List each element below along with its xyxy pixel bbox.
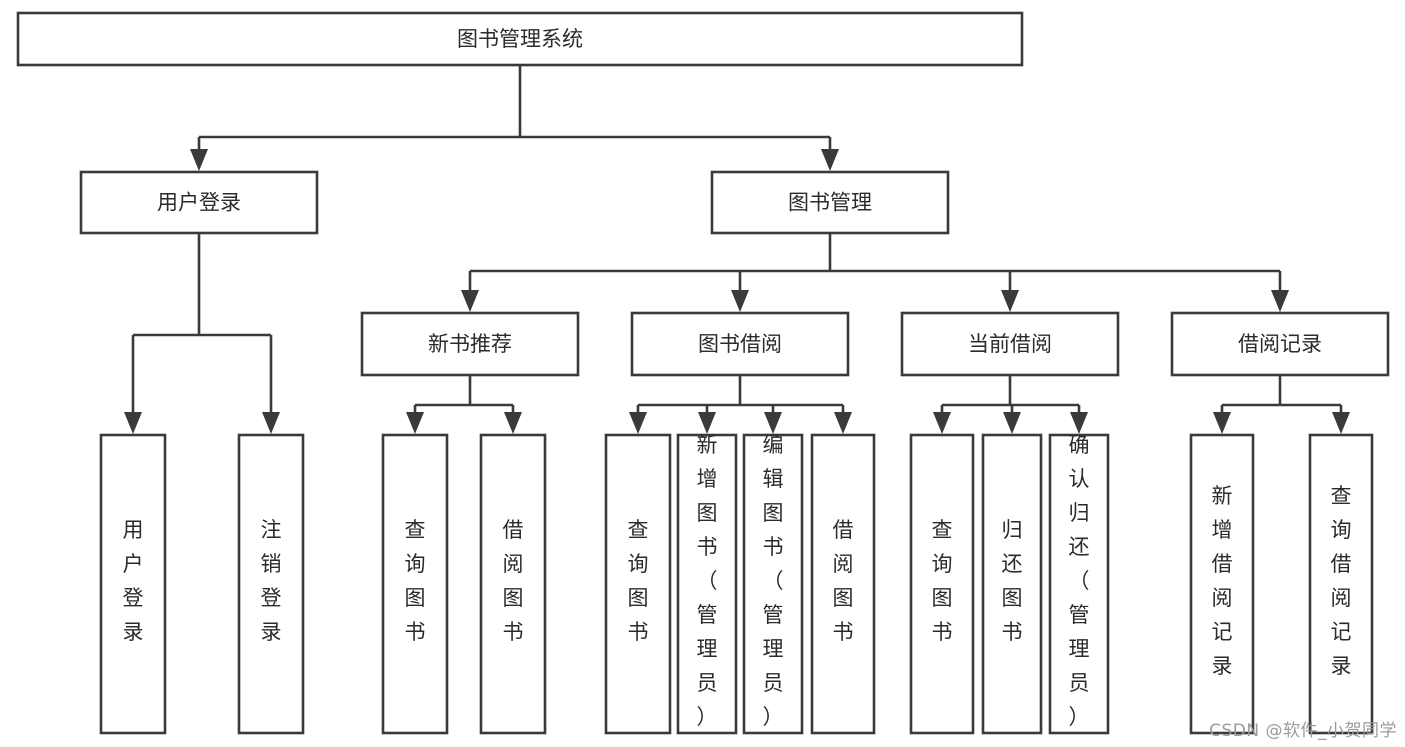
leaf-label: 借阅图书 (833, 518, 854, 644)
leaf-label: 查询图书 (628, 518, 649, 644)
node-box[interactable] (900, 311, 1120, 377)
arrow-head (834, 412, 852, 434)
leaf-label: 查询图书 (932, 518, 953, 644)
arrow-head (406, 412, 424, 434)
leaf-node-新增借阅记录[interactable]: 新增借阅记录 (1189, 433, 1255, 735)
arrow-head (124, 412, 142, 434)
node-box[interactable] (381, 433, 449, 735)
node-box[interactable] (1170, 311, 1390, 377)
arrow-head (1332, 412, 1350, 434)
leaf-node-查询图书[interactable]: 查询图书 (909, 433, 975, 735)
arrow-head (1070, 412, 1088, 434)
leaf-node-注销登录[interactable]: 注销登录 (237, 433, 305, 735)
arrow-head (731, 290, 749, 312)
node-label: 图书借阅 (698, 332, 782, 356)
leaf-node-新增图书管理员[interactable]: 新增图书（管理员） (676, 433, 738, 735)
node-box[interactable] (1048, 433, 1110, 735)
leaf-node-查询图书[interactable]: 查询图书 (381, 433, 449, 735)
leaf-label: 注销登录 (261, 518, 282, 644)
level2-node-图书管理[interactable]: 图书管理 (710, 170, 950, 235)
arrow-head (1271, 290, 1289, 312)
arrow-head (698, 412, 716, 434)
node-box[interactable] (710, 170, 950, 235)
level3-node-新书推荐[interactable]: 新书推荐 (360, 311, 580, 377)
node-label: 用户登录 (157, 191, 241, 215)
leaf-label: 查询图书 (405, 518, 426, 644)
node-box[interactable] (909, 433, 975, 735)
leaf-node-用户登录[interactable]: 用户登录 (99, 433, 167, 735)
node-box[interactable] (981, 433, 1043, 735)
node-label: 当前借阅 (968, 332, 1052, 356)
node-box[interactable] (79, 170, 319, 235)
leaf-node-查询图书[interactable]: 查询图书 (604, 433, 672, 735)
level3-node-图书借阅[interactable]: 图书借阅 (630, 311, 850, 377)
root-node-图书管理系统[interactable]: 图书管理系统 (16, 11, 1024, 67)
leaf-node-确认归还管理员[interactable]: 确认归还（管理员） (1048, 433, 1110, 735)
nodes-layer: 图书管理系统用户登录图书管理新书推荐图书借阅当前借阅借阅记录用户登录注销登录查询… (16, 11, 1390, 735)
arrow-head (190, 149, 208, 171)
leaf-label: 确认归还（管理员） (1069, 433, 1090, 729)
node-label: 新书推荐 (428, 332, 512, 356)
arrow-head (933, 412, 951, 434)
leaf-node-借阅图书[interactable]: 借阅图书 (810, 433, 876, 735)
node-label: 借阅记录 (1238, 332, 1322, 356)
arrow-head (821, 149, 839, 171)
node-box[interactable] (676, 433, 738, 735)
leaf-label: 编辑图书（管理员） (763, 433, 784, 729)
node-box[interactable] (99, 433, 167, 735)
node-box[interactable] (810, 433, 876, 735)
leaf-node-借阅图书[interactable]: 借阅图书 (479, 433, 547, 735)
leaf-label: 借阅图书 (503, 518, 524, 644)
leaf-label: 查询借阅记录 (1331, 484, 1352, 678)
arrow-head (629, 412, 647, 434)
level2-node-用户登录[interactable]: 用户登录 (79, 170, 319, 235)
node-box[interactable] (16, 11, 1024, 67)
node-box[interactable] (604, 433, 672, 735)
level3-node-当前借阅[interactable]: 当前借阅 (900, 311, 1120, 377)
leaf-node-查询借阅记录[interactable]: 查询借阅记录 (1308, 433, 1374, 735)
arrow-head (461, 290, 479, 312)
arrow-head (262, 412, 280, 434)
leaf-label: 新增图书（管理员） (697, 433, 718, 729)
node-label: 图书管理系统 (457, 27, 583, 51)
level3-node-借阅记录[interactable]: 借阅记录 (1170, 311, 1390, 377)
arrow-head (504, 412, 522, 434)
arrow-head (1003, 412, 1021, 434)
node-box[interactable] (360, 311, 580, 377)
node-box[interactable] (1189, 433, 1255, 735)
node-box[interactable] (479, 433, 547, 735)
leaf-node-归还图书[interactable]: 归还图书 (981, 433, 1043, 735)
node-box[interactable] (630, 311, 850, 377)
arrow-head (1001, 290, 1019, 312)
leaf-label: 用户登录 (123, 518, 144, 644)
node-label: 图书管理 (788, 191, 872, 215)
leaf-label: 新增借阅记录 (1212, 484, 1233, 678)
node-box[interactable] (1308, 433, 1374, 735)
node-box[interactable] (742, 433, 804, 735)
connectors-layer (124, 65, 1350, 434)
csdn-watermark: CSDN @软件_小贺同学 (1209, 721, 1397, 741)
node-box[interactable] (237, 433, 305, 735)
arrow-head (764, 412, 782, 434)
leaf-label: 归还图书 (1002, 518, 1023, 644)
arrow-head (1213, 412, 1231, 434)
leaf-node-编辑图书管理员[interactable]: 编辑图书（管理员） (742, 433, 804, 735)
